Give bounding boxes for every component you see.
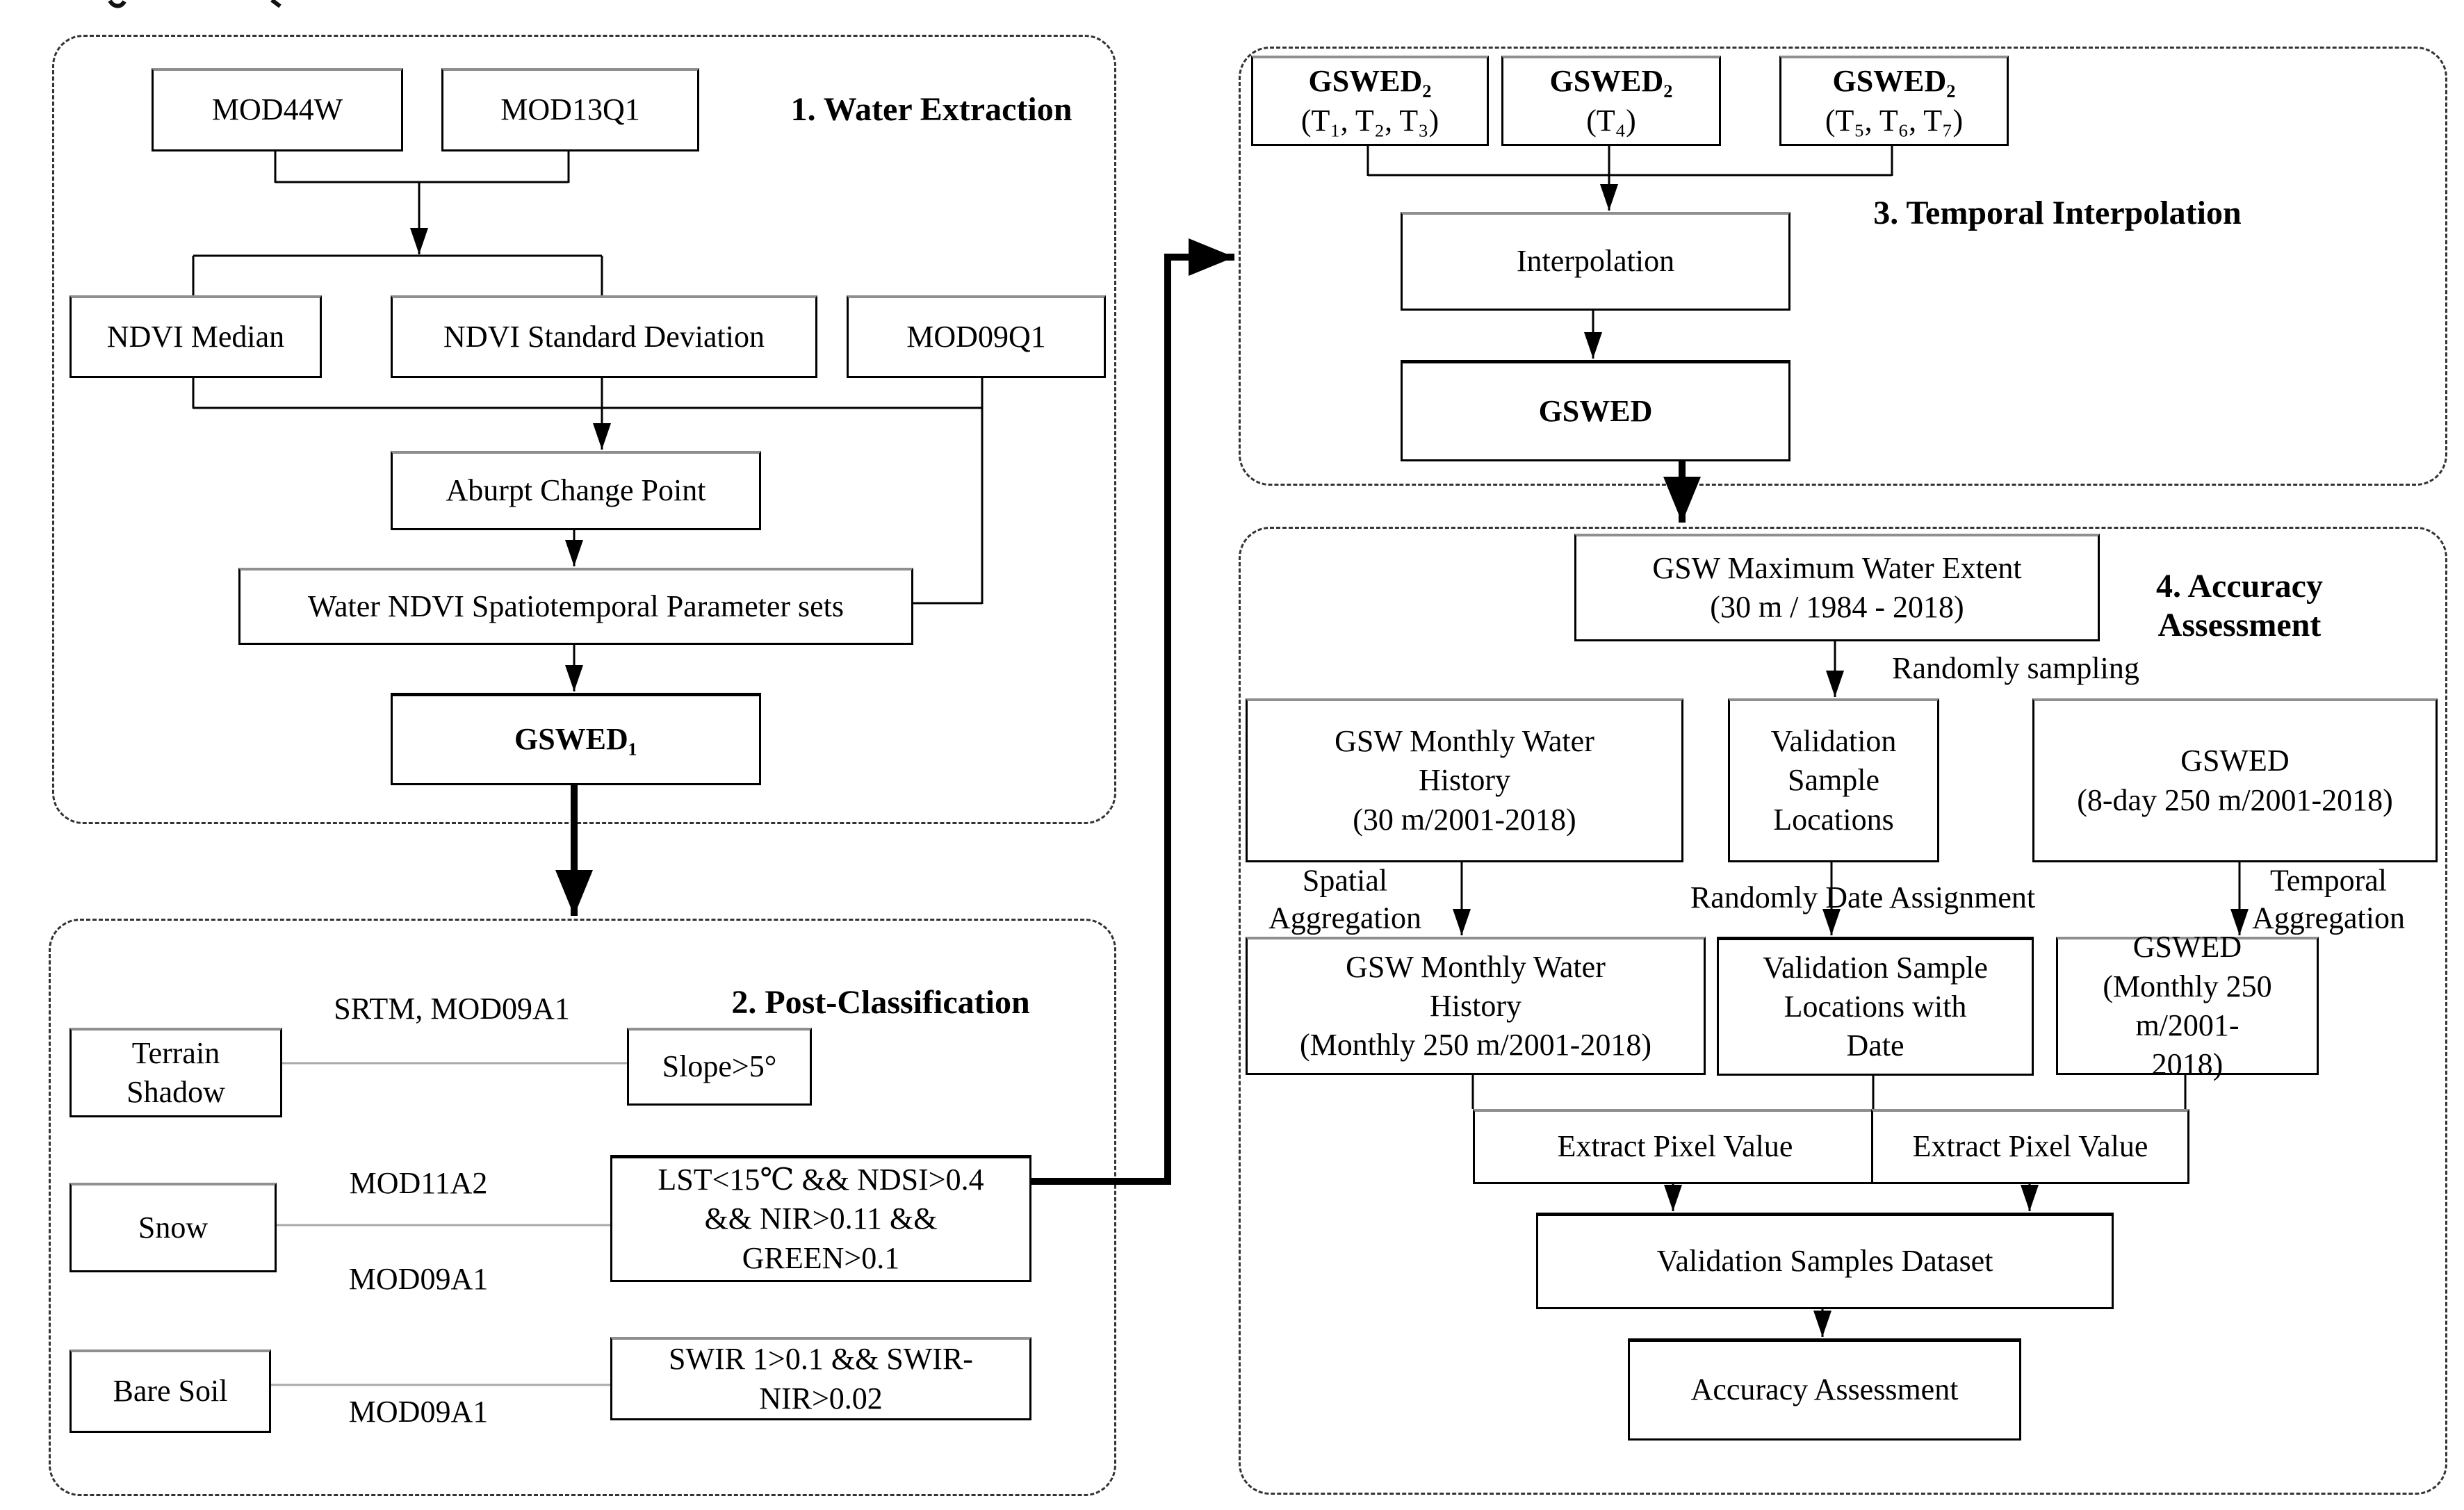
node-validation-sample-locations: Validation Sample Locations: [1728, 698, 1939, 862]
node-gsw-monthly-water-history-250m: GSW Monthly Water History (Monthly 250 m…: [1246, 937, 1706, 1075]
node-gswed-8day: GSWED (8-day 250 m/2001-2018): [2032, 698, 2438, 862]
caption-fragments: [108, 0, 282, 8]
node-swir-rule: SWIR 1>0.1 && SWIR- NIR>0.02: [610, 1337, 1031, 1420]
edge-label-mod09a1-bare-soil: MOD09A1: [348, 1395, 489, 1429]
node-ndvi-standard-deviation: NDVI Standard Deviation: [391, 295, 817, 378]
node-interpolation: Interpolation: [1401, 212, 1790, 311]
node-gswed2-t4-sub: (T₄): [1586, 103, 1636, 138]
edge-label-temporal-aggregation: Temporal Aggregation: [2252, 863, 2405, 935]
node-lst-rule: LST<15℃ && NDSI>0.4 && NIR>0.11 && GREEN…: [610, 1155, 1031, 1282]
node-gswed2-t567-sub: (T₅, T₆, T₇): [1825, 103, 1964, 138]
node-accuracy-assessment: Accuracy Assessment: [1628, 1338, 2021, 1441]
thin-connectors: [192, 141, 2249, 1337]
node-extract-pixel-value-left: Extract Pixel Value: [1473, 1109, 1877, 1184]
node-aburpt-change-point: Aburpt Change Point: [391, 451, 761, 530]
node-bare-soil: Bare Soil: [70, 1349, 271, 1433]
node-validation-samples-dataset: Validation Samples Dataset: [1536, 1213, 2114, 1309]
node-gswed1: GSWED₁: [391, 693, 761, 785]
node-gswed2-t4: GSWED₂ (T₄): [1501, 56, 1721, 146]
node-gswed2-t567: GSWED₂ (T₅, T₆, T₇): [1779, 56, 2009, 146]
section-water-extraction: [52, 35, 1116, 824]
edge-label-spatial-aggregation: Spatial Aggregation: [1268, 863, 1421, 935]
edge-label-mod11a2: MOD11A2: [349, 1166, 488, 1201]
section-temporal-interpolation: [1239, 47, 2447, 486]
node-mod09q1: MOD09Q1: [847, 295, 1106, 378]
node-extract-pixel-value-right: Extract Pixel Value: [1871, 1109, 2189, 1184]
node-gswed-monthly: GSWED (Monthly 250 m/2001- 2018): [2056, 930, 2319, 1081]
node-gsw-monthly-water-history-30m: GSW Monthly Water History (30 m/2001-201…: [1246, 698, 1683, 862]
node-slope-rule: Slope>5°: [627, 1028, 812, 1106]
node-mod13q1: MOD13Q1: [441, 68, 699, 151]
edge-label-srtm-mod09a1: SRTM, MOD09A1: [334, 992, 570, 1026]
node-gswed2-t567-title: GSWED₂: [1832, 64, 1956, 99]
node-gswed2-t123: GSWED₂ (T₁, T₂, T₃): [1251, 56, 1489, 146]
node-mod44w: MOD44W: [152, 68, 403, 151]
edge-label-mod09a1-snow: MOD09A1: [348, 1262, 489, 1297]
node-ndvi-median: NDVI Median: [70, 295, 322, 378]
gray-connectors: [267, 1062, 627, 1386]
node-gswed: GSWED: [1401, 360, 1790, 461]
node-gswed2-t4-title: GSWED₂: [1549, 64, 1673, 99]
edge-label-randomly-date-assignment: Randomly Date Assignment: [1690, 880, 2036, 915]
section-accuracy-assessment: [1239, 527, 2447, 1495]
node-validation-sample-locations-with-date: Validation Sample Locations with Date: [1717, 937, 2034, 1076]
section-title-accuracy-assessment: 4. Accuracy Assessment: [2156, 567, 2323, 643]
thick-connectors: [555, 238, 1701, 1185]
node-terrain-shadow: Terrain Shadow: [70, 1028, 282, 1117]
section-post-classification: [49, 919, 1116, 1496]
node-gsw-maximum-water-extent: GSW Maximum Water Extent (30 m / 1984 - …: [1574, 534, 2100, 641]
section-title-post-classification: 2. Post-Classification: [731, 983, 1030, 1021]
node-snow: Snow: [70, 1183, 277, 1272]
edge-label-randomly-sampling: Randomly sampling: [1892, 651, 2139, 686]
node-water-ndvi-parameter-sets: Water NDVI Spatiotemporal Parameter sets: [238, 568, 913, 645]
section-title-temporal-interpolation: 3. Temporal Interpolation: [1873, 194, 2242, 231]
node-gswed2-t123-title: GSWED₂: [1308, 64, 1432, 99]
node-gswed2-t123-sub: (T₁, T₂, T₃): [1300, 103, 1439, 138]
section-title-water-extraction: 1. Water Extraction: [790, 90, 1072, 128]
